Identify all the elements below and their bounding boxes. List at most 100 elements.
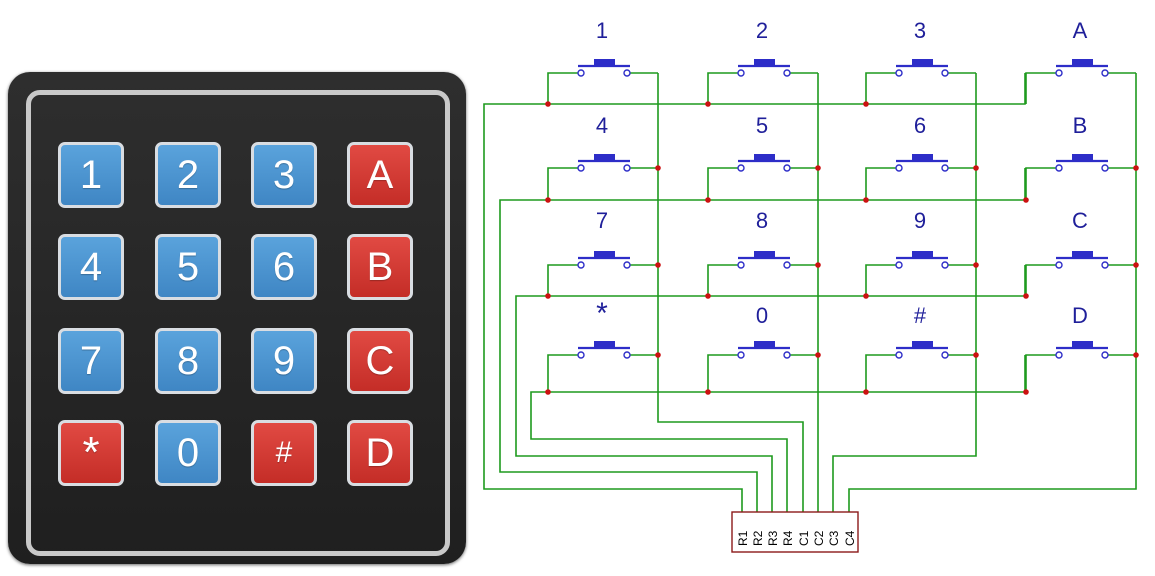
switch-contact	[1101, 351, 1109, 359]
junction-dot	[1133, 352, 1139, 358]
switches	[577, 59, 1109, 359]
keypad-key-hash[interactable]: #	[251, 420, 317, 486]
keypad-key-6[interactable]: 6	[251, 234, 317, 300]
switch-contact	[623, 69, 631, 77]
button-label: A	[1073, 18, 1088, 43]
connector-pin-r3: R3	[766, 530, 780, 546]
junction-dot	[863, 389, 869, 395]
switch-plunger	[1072, 341, 1093, 348]
junction-dot	[973, 352, 979, 358]
switch-plunger	[754, 341, 775, 348]
switch-lead-left	[707, 354, 741, 392]
keypad-key-b[interactable]: B	[347, 234, 413, 300]
connector-pin-r2: R2	[751, 530, 765, 546]
keypad-key-7[interactable]: 7	[58, 328, 124, 394]
switch-lead-left	[865, 72, 899, 104]
switch-contact	[623, 351, 631, 359]
keypad-key-c[interactable]: C	[347, 328, 413, 394]
connector-body	[731, 511, 859, 553]
keypad-key-3[interactable]: 3	[251, 142, 317, 208]
pushbutton-switch	[577, 154, 631, 172]
keypad-key-8[interactable]: 8	[155, 328, 221, 394]
wire-c3	[832, 355, 977, 512]
button-label: #	[914, 303, 927, 328]
button-label: 7	[596, 208, 608, 233]
row-bus-1	[548, 73, 1026, 105]
row-bus-2	[548, 168, 1026, 201]
button-label: 0	[756, 303, 768, 328]
switch-contact	[895, 351, 903, 359]
switch-contact	[941, 69, 949, 77]
switch-lead-left	[1025, 167, 1059, 200]
switch-lead-left	[1025, 72, 1059, 104]
keypad-key-d[interactable]: D	[347, 420, 413, 486]
row-bus-3	[548, 265, 1026, 297]
switch-plunger	[594, 154, 615, 161]
wire-r2	[499, 199, 758, 512]
keypad-frame	[26, 90, 450, 556]
junction-dot	[705, 389, 711, 395]
pushbutton-switch	[1055, 154, 1109, 172]
switch-contact	[783, 351, 791, 359]
button-label: B	[1073, 113, 1088, 138]
keypad-key-a[interactable]: A	[347, 142, 413, 208]
junction-dot	[973, 262, 979, 268]
switch-plunger	[594, 59, 615, 66]
keypad-key-star[interactable]: *	[58, 420, 124, 486]
button-label: 3	[914, 18, 926, 43]
switch-contact	[623, 164, 631, 172]
switch-contact	[577, 164, 585, 172]
wire-r1	[483, 103, 743, 512]
pushbutton-switch	[737, 251, 791, 269]
switch-lead-left	[1025, 264, 1059, 296]
button-label: 4	[596, 113, 608, 138]
junction-dot	[815, 262, 821, 268]
switch-contact	[783, 261, 791, 269]
switch-plunger	[594, 341, 615, 348]
keypad-key-4[interactable]: 4	[58, 234, 124, 300]
switch-lead-left	[865, 264, 899, 296]
switch-contact	[1055, 261, 1063, 269]
junction-dot	[655, 165, 661, 171]
button-label: D	[1072, 303, 1088, 328]
pushbutton-switch	[577, 341, 631, 359]
junction-dot	[705, 101, 711, 107]
switch-lead-left	[1025, 354, 1059, 392]
junction-dot	[1023, 197, 1029, 203]
junction-dot	[1133, 262, 1139, 268]
switch-contact	[737, 69, 745, 77]
wire-r3	[515, 295, 773, 512]
keypad-key-5[interactable]: 5	[155, 234, 221, 300]
switch-contact	[1055, 351, 1063, 359]
keypad-key-9[interactable]: 9	[251, 328, 317, 394]
switch-plunger	[594, 251, 615, 258]
switch-plunger	[1072, 59, 1093, 66]
pushbutton-switch	[577, 59, 631, 77]
button-label: 9	[914, 208, 926, 233]
switch-lead-left	[547, 354, 581, 392]
button-label: 1	[596, 18, 608, 43]
pushbutton-switch	[895, 154, 949, 172]
junction-dot	[863, 293, 869, 299]
switch-contact	[783, 69, 791, 77]
switch-plunger	[1072, 251, 1093, 258]
connector-pin-c3: C3	[827, 530, 841, 546]
keypad-key-1[interactable]: 1	[58, 142, 124, 208]
switch-lead-left	[865, 354, 899, 392]
switch-lead-left	[865, 167, 899, 200]
wire-c1	[657, 355, 804, 512]
switch-contact	[1101, 164, 1109, 172]
keypad-key-0[interactable]: 0	[155, 420, 221, 486]
switch-contact	[941, 351, 949, 359]
keypad-key-2[interactable]: 2	[155, 142, 221, 208]
junction-dot	[545, 101, 551, 107]
row-bus-4	[548, 355, 1026, 393]
pushbutton-switch	[1055, 59, 1109, 77]
switch-lead-left	[707, 167, 741, 200]
switch-plunger	[912, 251, 933, 258]
switch-contact	[1055, 69, 1063, 77]
switch-plunger	[912, 154, 933, 161]
switch-contact	[1101, 69, 1109, 77]
